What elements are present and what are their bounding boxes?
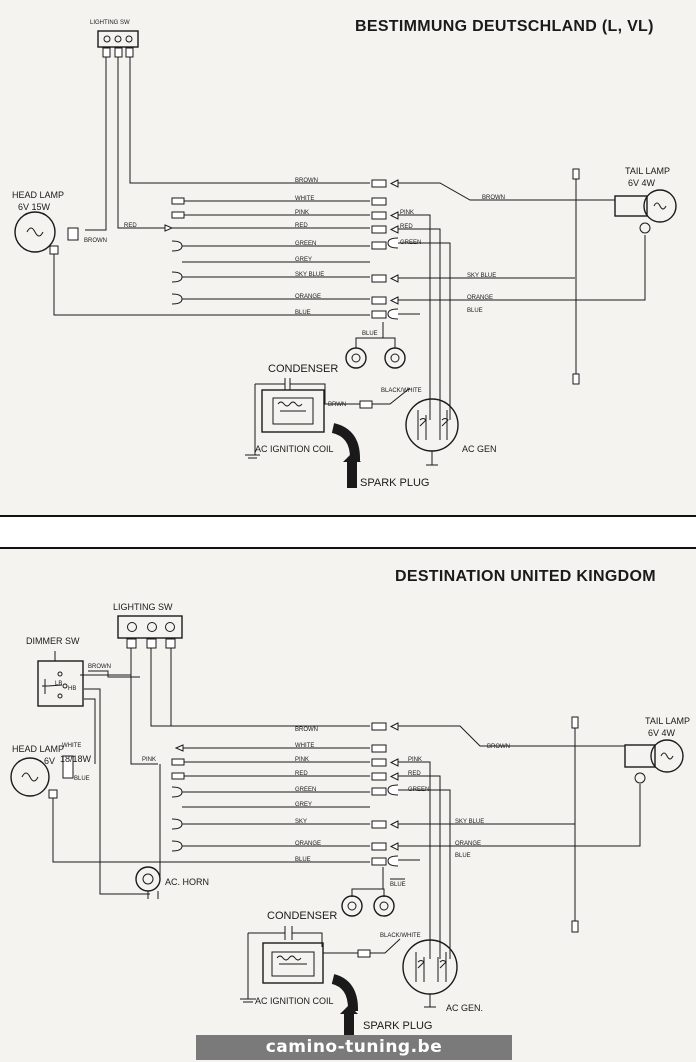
svg-text:SKY BLUE: SKY BLUE — [295, 272, 324, 278]
svg-text:BROWN: BROWN — [487, 744, 510, 750]
dimmer-hb-label: HB — [68, 686, 76, 692]
ac-generator: AC GEN — [405, 398, 497, 466]
svg-text:BROWN: BROWN — [88, 664, 111, 670]
svg-text:RED: RED — [124, 223, 137, 229]
ignition-coil-label: AC IGNITION COIL — [255, 996, 334, 1006]
connector-block-left — [164, 197, 185, 305]
svg-text:BROWN: BROWN — [84, 238, 107, 244]
svg-text:RED: RED — [295, 771, 308, 777]
svg-text:WHITE: WHITE — [295, 196, 314, 202]
svg-text:PINK: PINK — [295, 757, 309, 763]
head-lamp-spec: 6V 15W — [18, 202, 51, 212]
svg-text:RED: RED — [408, 771, 421, 777]
spark-plug-label: SPARK PLUG — [363, 1020, 433, 1032]
svg-text:BLUE: BLUE — [74, 776, 90, 782]
dimmer-sw-label: DIMMER SW — [26, 636, 80, 646]
ignition-coil-label: AC IGNITION COIL — [255, 444, 334, 454]
tail-lamp-spec: 6V 4W — [648, 728, 676, 738]
watermark: camino-tuning.be — [196, 1035, 512, 1060]
svg-text:BLUE: BLUE — [295, 310, 311, 316]
ac-gen-label: AC GEN — [462, 444, 497, 454]
lighting-switch: LIGHTING SW — [113, 602, 183, 649]
head-lamp-watt: 18/18W — [60, 754, 92, 764]
ac-generator: AC GEN. — [402, 939, 483, 1013]
svg-text:RED: RED — [400, 224, 413, 230]
svg-text:ORANGE: ORANGE — [455, 841, 481, 847]
svg-text:BLUE: BLUE — [362, 331, 378, 337]
dimmer-switch: LB HB DIMMER SW — [26, 636, 150, 895]
connector-block-middle — [371, 179, 399, 320]
horn-label: AC. HORN — [165, 877, 209, 887]
ac-horn: AC. HORN — [135, 764, 209, 899]
head-lamp-spec: 6V — [44, 756, 55, 766]
tail-lamp: TAIL LAMP 6V 4W — [624, 716, 690, 784]
lighting-switch: LIGHTING SW — [90, 20, 139, 58]
svg-text:GREEN: GREEN — [295, 787, 316, 793]
svg-text:BLACK/WHITE: BLACK/WHITE — [381, 388, 422, 394]
tail-lamp-spec: 6V 4W — [628, 178, 656, 188]
svg-text:WHITE: WHITE — [295, 743, 314, 749]
tail-lamp-label: TAIL LAMP — [645, 716, 690, 726]
head-lamp-label: HEAD LAMP — [12, 190, 64, 200]
tail-lamp-label: TAIL LAMP — [625, 166, 670, 176]
head-lamp: HEAD LAMP 6V 18/18W WHITE BLUE — [10, 743, 92, 799]
head-lamp: HEAD LAMP 6V 15W BROWN — [12, 190, 107, 255]
wiring-diagram-germany: LIGHTING SW HEAD LAMP 6V 15W BROWN — [12, 20, 677, 489]
lighting-sw-label: LIGHTING SW — [113, 602, 173, 612]
svg-text:ORANGE: ORANGE — [295, 841, 321, 847]
svg-text:PINK: PINK — [400, 210, 414, 216]
head-lamp-label: HEAD LAMP — [12, 744, 64, 754]
ignition-system: CONDENSER BLACK/WHITE AC IGNITION COIL S… — [240, 910, 433, 1038]
wiring-diagram-uk: LIGHTING SW LB HB DIMMER SW BROWN HEAD L… — [10, 602, 690, 1038]
connector-block-middle — [371, 722, 399, 867]
svg-text:GREEN: GREEN — [295, 241, 316, 247]
svg-text:RED: RED — [295, 223, 308, 229]
svg-text:BLUE: BLUE — [455, 853, 471, 859]
svg-text:GREEN: GREEN — [408, 787, 429, 793]
svg-text:PINK: PINK — [295, 210, 309, 216]
svg-text:PINK: PINK — [142, 757, 156, 763]
ac-gen-label: AC GEN. — [446, 1003, 483, 1013]
svg-text:GREY: GREY — [295, 257, 312, 263]
panel-title: BESTIMMUNG DEUTSCHLAND (L, VL) — [355, 18, 654, 35]
svg-text:BLACK/WHITE: BLACK/WHITE — [380, 933, 421, 939]
condenser-label: CONDENSER — [267, 910, 337, 922]
svg-text:ORANGE: ORANGE — [467, 295, 493, 301]
svg-text:BRWN: BRWN — [328, 402, 346, 408]
spark-plug-label: SPARK PLUG — [360, 477, 430, 489]
svg-text:BROWN: BROWN — [295, 178, 318, 184]
svg-text:BROWN: BROWN — [482, 195, 505, 201]
tail-lamp: TAIL LAMP 6V 4W — [614, 166, 677, 234]
svg-text:SKY BLUE: SKY BLUE — [455, 819, 484, 825]
svg-text:ORANGE: ORANGE — [295, 294, 321, 300]
svg-text:BLUE: BLUE — [390, 882, 406, 888]
svg-text:PINK: PINK — [408, 757, 422, 763]
connector-block-left — [171, 744, 185, 852]
svg-text:GREY: GREY — [295, 802, 312, 808]
lighting-sw-label: LIGHTING SW — [90, 20, 130, 26]
panel-title: DESTINATION UNITED KINGDOM — [395, 568, 656, 585]
dimmer-lb-label: LB — [55, 681, 62, 687]
svg-text:GREEN: GREEN — [400, 240, 421, 246]
svg-text:BLUE: BLUE — [467, 308, 483, 314]
ignition-system: CONDENSER BRWN BLACK/WHITE AC IGNITION C… — [245, 363, 430, 489]
svg-text:BLUE: BLUE — [295, 857, 311, 863]
svg-text:WHITE: WHITE — [62, 743, 81, 749]
svg-text:BROWN: BROWN — [295, 727, 318, 733]
diagram-panel-uk: DESTINATION UNITED KINGDOM LIGHTING SW L… — [0, 547, 696, 1062]
panel-gap — [0, 517, 696, 547]
condenser-label: CONDENSER — [268, 363, 338, 375]
diagram-panel-germany: BESTIMMUNG DEUTSCHLAND (L, VL) LIGHTING … — [0, 0, 696, 517]
svg-text:SKY: SKY — [295, 819, 307, 825]
svg-text:SKY BLUE: SKY BLUE — [467, 273, 496, 279]
